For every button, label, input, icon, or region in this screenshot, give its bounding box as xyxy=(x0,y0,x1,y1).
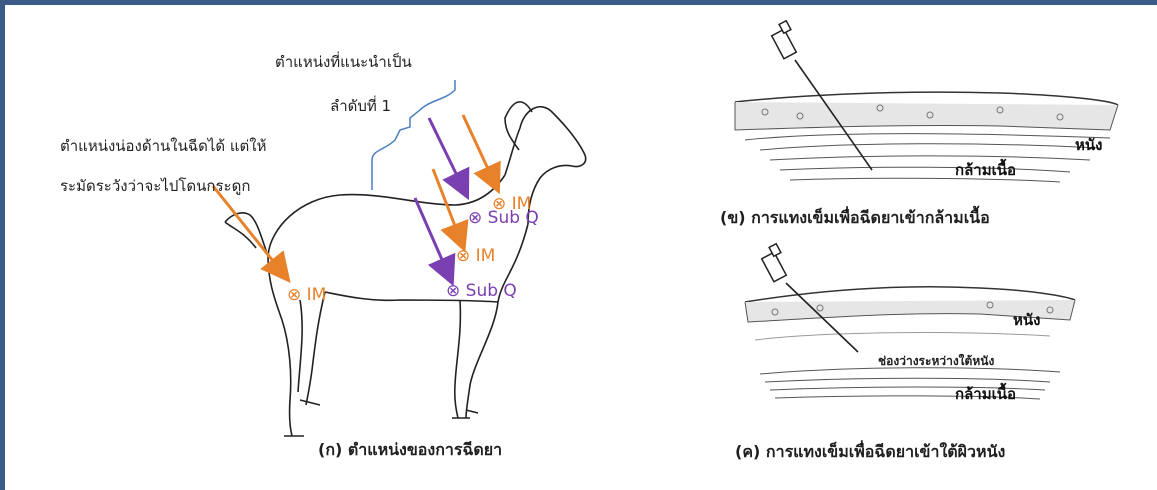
sc-skin-label: หนัง xyxy=(1013,308,1040,332)
im-skin-label: หนัง xyxy=(1075,133,1102,157)
inner-thigh-label-line1: ตำแหน่งน่องด้านในฉีดได้ แต่ให้ xyxy=(60,134,267,158)
arrow-im-neck xyxy=(463,115,496,186)
recommended-label-line1: ตำแหน่งที่แนะนำเป็น xyxy=(275,50,412,74)
sc-caption: (ค) การแทงเข็มเพื่อฉีดยาเข้าใต้ผิวหนัง xyxy=(735,440,1005,465)
goat-caption: (ก) ตำแหน่งของการฉีดยา xyxy=(318,438,502,463)
im-injection-illustration xyxy=(735,21,1118,182)
sc-space-label: ช่องว่างระหว่างใต้หนัง xyxy=(878,352,994,371)
marker-subq-chest: ⊗ Sub Q xyxy=(446,281,517,301)
arrow-subq-chest xyxy=(415,198,450,278)
arrow-im-thigh xyxy=(213,186,285,276)
im-caption: (ข) การแทงเข็มเพื่อฉีดยาเข้ากล้ามเนื้อ xyxy=(720,206,990,231)
im-muscle-label: กล้ามเนื้อ xyxy=(955,158,1016,182)
sc-muscle-label: กล้ามเนื้อ xyxy=(955,382,1016,406)
arrow-subq-neck xyxy=(429,118,465,192)
marker-subq-neck: ⊗ Sub Q xyxy=(468,208,539,228)
marker-im-shoulder: ⊗ IM xyxy=(456,246,495,266)
recommended-label-line2: ลำดับที่ 1 xyxy=(330,94,391,118)
marker-im-thigh: ⊗ IM xyxy=(287,285,326,305)
inner-thigh-label-line2: ระมัดระวังว่าจะไปโดนกระดูก xyxy=(60,174,250,198)
